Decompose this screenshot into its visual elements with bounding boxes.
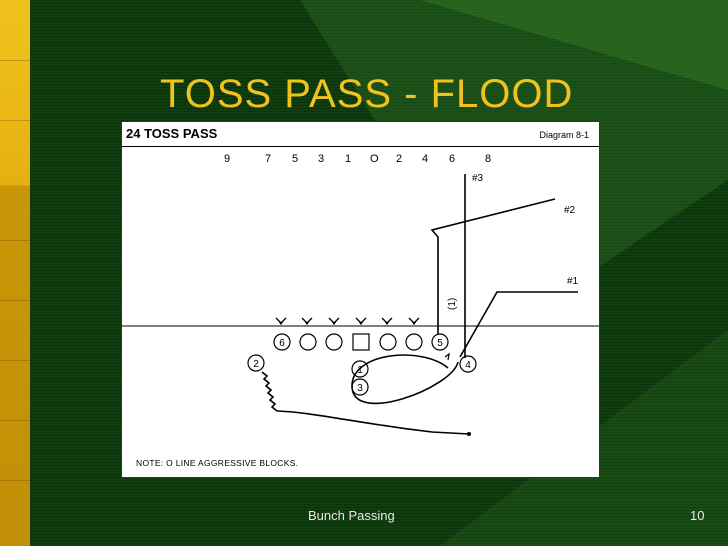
lineman xyxy=(431,333,449,351)
route-2 xyxy=(430,198,556,334)
receiver-label: #2 xyxy=(564,205,576,216)
player-label: 3 xyxy=(357,383,363,394)
back-2 xyxy=(247,354,265,372)
gap-number: 7 xyxy=(265,153,272,165)
receiver-label: #1 xyxy=(567,276,579,287)
center xyxy=(352,333,370,351)
receiver-label: #3 xyxy=(472,173,484,184)
gap-number: 9 xyxy=(224,153,231,165)
footer-text: Bunch Passing xyxy=(308,508,395,523)
route-1 xyxy=(459,291,578,358)
header-divider xyxy=(122,146,599,147)
defender-mark xyxy=(301,317,313,326)
defender-mark xyxy=(328,317,340,326)
rotated-label: (1) xyxy=(447,298,458,310)
play-name: 24 TOSS PASS xyxy=(126,126,218,141)
diagram-label: Diagram 8-1 xyxy=(539,130,589,140)
gap-number: 2 xyxy=(396,153,403,165)
player-label: 2 xyxy=(253,359,259,370)
gap-number: 8 xyxy=(485,153,492,165)
gap-number: 5 xyxy=(292,153,299,165)
page-number: 10 xyxy=(690,508,705,523)
lineman xyxy=(379,333,397,351)
player-label: 6 xyxy=(279,338,285,349)
gap-number: O xyxy=(370,153,379,165)
accent-bar xyxy=(0,0,30,546)
lineman xyxy=(299,333,317,351)
gap-number: 6 xyxy=(449,153,456,165)
play-note: NOTE: O LINE AGGRESSIVE BLOCKS. xyxy=(136,458,299,468)
block-mark xyxy=(444,352,450,361)
defender-mark xyxy=(381,317,393,326)
defender-mark xyxy=(408,317,420,326)
player-label: 4 xyxy=(465,360,471,371)
play-field: 6 5 4 1 3 2 #3 #2 #1 xyxy=(122,173,599,436)
defender-mark xyxy=(355,317,367,326)
offensive-line xyxy=(247,333,477,396)
gap-number: 1 xyxy=(345,153,352,165)
defender-mark xyxy=(275,317,287,326)
route-toss xyxy=(351,354,459,405)
player-label: 1 xyxy=(357,365,363,376)
route-end-dot xyxy=(467,432,471,436)
lineman xyxy=(405,333,423,351)
play-diagram: 24 TOSS PASS Diagram 8-1 9 7 5 3 1 O 2 4… xyxy=(121,121,600,478)
gap-number: 4 xyxy=(422,153,429,165)
slide-title: TOSS PASS - FLOOD xyxy=(160,72,574,116)
gap-number: 3 xyxy=(318,153,325,165)
back-4 xyxy=(459,355,477,373)
route-back-2 xyxy=(261,371,470,435)
routes xyxy=(261,174,578,435)
lineman xyxy=(325,333,343,351)
player-label: 5 xyxy=(437,338,443,349)
lineman xyxy=(273,333,291,351)
defender-marks xyxy=(275,317,420,326)
